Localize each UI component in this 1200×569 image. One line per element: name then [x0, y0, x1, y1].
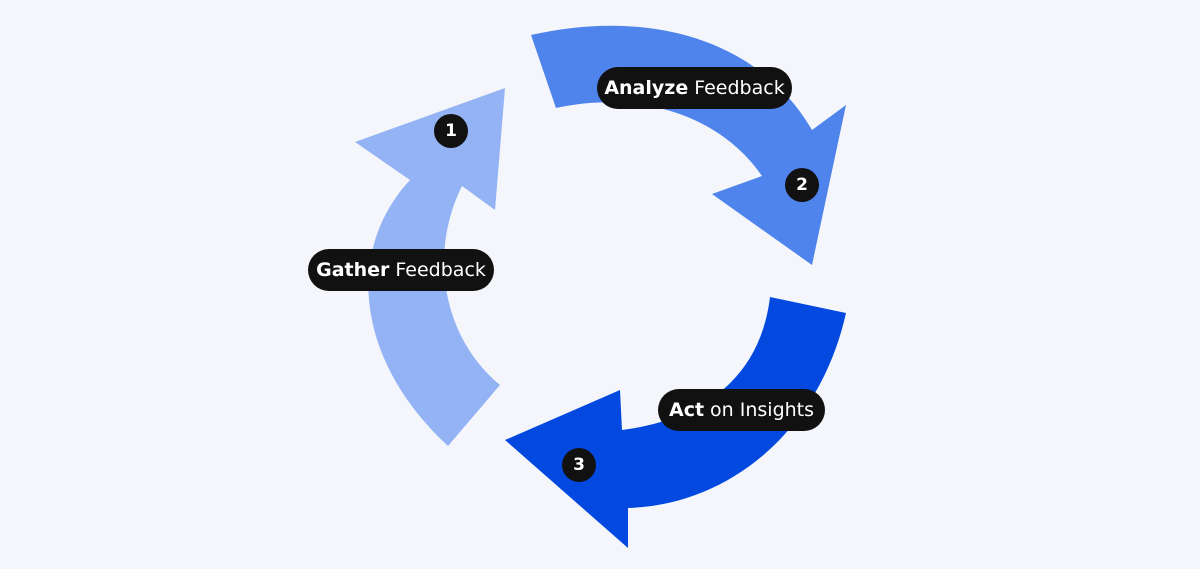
step-3-label: Act on Insights	[658, 389, 825, 431]
step-1-label: Gather Feedback	[308, 249, 494, 291]
step-1-label-bold: Gather	[316, 259, 390, 281]
step-2-label-bold: Analyze	[604, 77, 689, 99]
step-2-number-badge: 2	[785, 168, 819, 202]
step-3-label-bold: Act	[668, 399, 705, 421]
step-2-arrow	[531, 25, 846, 265]
step-1-number-badge: 1	[434, 114, 468, 148]
step-3-number-badge: 3	[562, 448, 596, 482]
step-2-label: Analyze Feedback	[597, 67, 792, 109]
step-2-label-rest: Feedback	[694, 77, 785, 99]
step-3-label-rest: on Insights	[710, 399, 815, 421]
step-1-label-rest: Feedback	[395, 259, 486, 281]
